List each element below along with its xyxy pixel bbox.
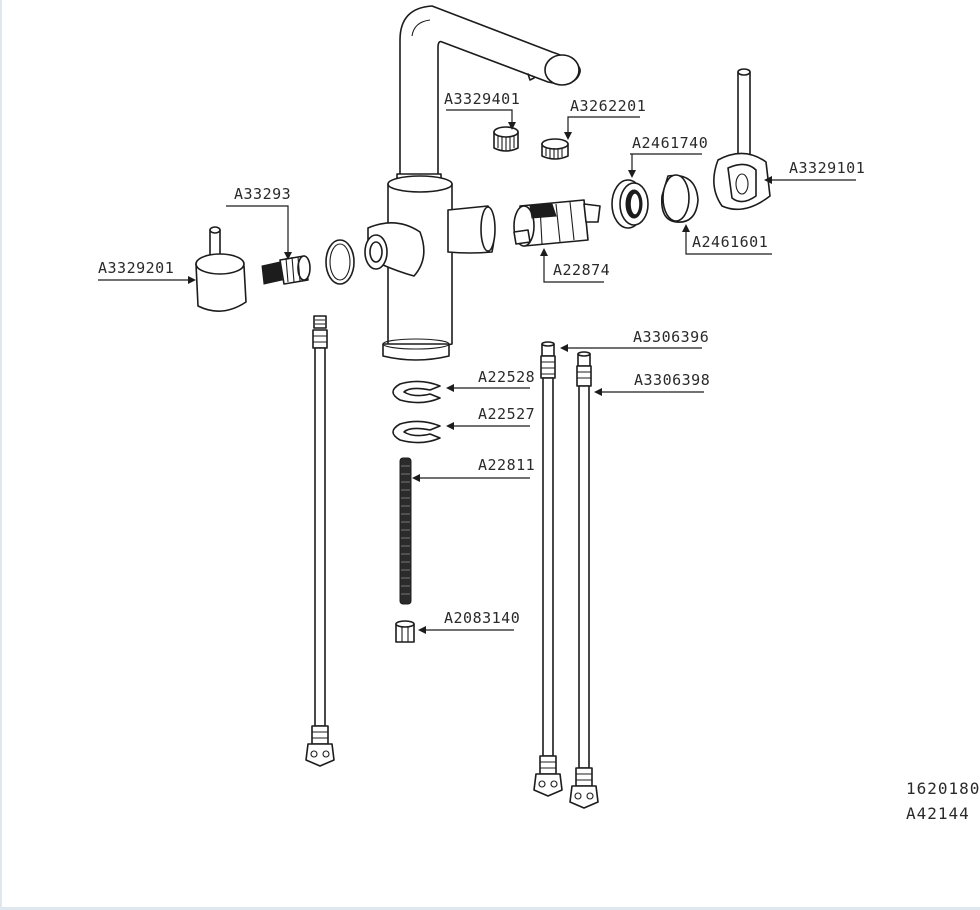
clip-a22528 [392, 380, 441, 404]
hose-left [305, 315, 335, 767]
left-border [0, 0, 2, 910]
nut-a2083140 [395, 620, 415, 643]
label-a22527: A22527 [478, 405, 535, 423]
aerator-a3329401 [493, 126, 519, 152]
cover-a2461601 [660, 174, 699, 223]
o-ring [325, 239, 355, 285]
handle-a3329201 [195, 226, 247, 312]
label-a3306396: A3306396 [633, 328, 709, 346]
aerator-a3262201 [541, 138, 569, 160]
label-a2461740: A2461740 [632, 134, 708, 152]
label-a2083140: A2083140 [444, 609, 520, 627]
label-a3262201: A3262201 [570, 97, 646, 115]
valve-a33293 [261, 255, 311, 285]
label-a22528: A22528 [478, 368, 535, 386]
nut-a2461740 [611, 179, 649, 229]
label-a22874: A22874 [553, 261, 610, 279]
threaded-rod-a22811 [399, 457, 412, 605]
label-a22811: A22811 [478, 456, 535, 474]
label-a3329201: A3329201 [98, 259, 174, 277]
label-a3329401: A3329401 [444, 90, 520, 108]
bottom-border [0, 907, 980, 910]
label-a33293: A33293 [234, 185, 291, 203]
faucet-body [364, 5, 581, 361]
cartridge-a22874 [513, 199, 601, 247]
leader-lines [98, 109, 856, 634]
hose-a3306398 [569, 351, 599, 809]
label-a3306398: A3306398 [634, 371, 710, 389]
handle-a3329101 [713, 68, 771, 211]
hose-a3306396 [533, 341, 563, 797]
clip-a22527 [392, 420, 441, 444]
drawing-number: 1620180 [906, 779, 980, 798]
assembly-code: A42144 [906, 804, 970, 823]
label-a3329101: A3329101 [789, 159, 865, 177]
label-a2461601: A2461601 [692, 233, 768, 251]
